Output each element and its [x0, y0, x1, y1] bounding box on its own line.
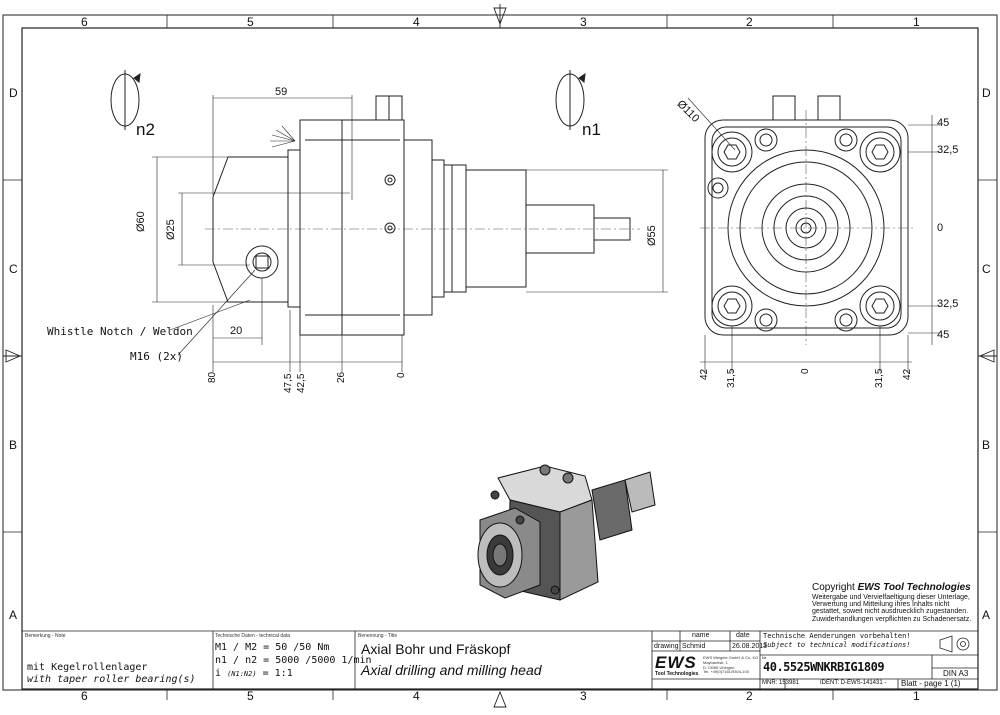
col-label-5-bottom: 5	[247, 689, 254, 703]
tech-line-ratio: i (N1:N2) = 1:1	[215, 668, 293, 679]
row-label-b-right: B	[982, 438, 991, 452]
ratio-value: = 1:1	[262, 668, 293, 679]
row-label-d-left: D	[9, 86, 18, 100]
ratio-sub: (N1:N2)	[227, 670, 257, 678]
col-name-header: name	[692, 632, 710, 639]
ews-logo-sub: Tool Technologies	[655, 671, 699, 677]
company-line-4: Tel. +49(0)7161/9304-100	[703, 669, 749, 675]
col-label-1-bottom: 1	[913, 689, 920, 703]
copyright-line-1: Weitergabe und Vervielfaeltigung dieser …	[812, 593, 970, 601]
company-line-3: D-73066 Uhingen	[703, 664, 735, 670]
dim-right-32-5-bottom: 32,5	[937, 298, 959, 310]
callout-whistle-notch: Whistle Notch / Weldon	[47, 325, 193, 338]
dim-right-45-bottom: 45	[937, 329, 950, 341]
col-label-3-top: 3	[580, 15, 587, 29]
tech-line-speed: n1 / n2 = 5000 /5000 1/min	[215, 655, 372, 666]
dim-bottom-42-5: 42,5	[296, 373, 307, 393]
row-label-d-right: D	[982, 86, 991, 100]
mnr: MNR: 153981	[762, 680, 800, 686]
copyright-block: Copyright EWS Tool Technologies Weiterga…	[812, 582, 972, 623]
dim-59: 59	[275, 86, 288, 98]
title-de: Axial Bohr und Fräskopf	[361, 641, 511, 657]
changes-de: Technische Aenderungen vorbehalten!	[763, 632, 911, 640]
row-label-b-left: B	[9, 438, 18, 452]
ratio-prefix: i	[215, 668, 222, 679]
dim-diameter-60: Ø60	[135, 211, 147, 232]
row-label-c-left: C	[9, 262, 18, 276]
nr-label: Nr.	[762, 655, 768, 660]
title-en: Axial drilling and milling head	[361, 662, 542, 678]
din-size: DIN A3	[943, 669, 969, 678]
name-label: Benennung - Title	[358, 633, 398, 639]
col-label-6-top: 6	[81, 15, 88, 29]
copyright-prefix: Copyright	[812, 582, 858, 593]
drawing-name: Schmid	[682, 643, 706, 650]
changes-en: Subject to technical modifications!	[763, 641, 911, 649]
copyright-line-2: Verwertung und Mitteilung ihres Inhalts …	[812, 600, 950, 608]
col-label-4-bottom: 4	[413, 689, 420, 703]
row-label-a-left: A	[9, 608, 18, 622]
dim-bottom-47-5: 47,5	[283, 373, 294, 393]
col-label-2-bottom: 2	[746, 689, 753, 703]
dim-front-bottom-0: 0	[800, 368, 811, 374]
rotation-label-n1: n1	[582, 120, 601, 139]
remarks-en: with taper roller bearing(s)	[27, 674, 196, 685]
col-label-6-bottom: 6	[81, 689, 88, 703]
copyright-line-4: Zuwiderhandlungen verpflichten zu Schade…	[812, 615, 972, 623]
company-info: EWS Weigele GmbH & Co. KG Maybachstr. 1 …	[703, 655, 759, 675]
row-label-c-right: C	[982, 262, 991, 276]
drawing-label: drawing	[654, 643, 679, 650]
col-date-header: date	[736, 632, 750, 639]
col-label-3-bottom: 3	[580, 689, 587, 703]
ident: IDENT: D-EWS-141431 -	[820, 680, 887, 686]
col-label-5-top: 5	[247, 15, 254, 29]
page-number: Blatt - page 1 (1)	[901, 679, 961, 688]
tech-data-label: Technische Daten - technical data	[215, 633, 291, 639]
dim-bottom-80: 80	[207, 371, 218, 383]
dim-right-32-5-top: 32,5	[937, 144, 959, 156]
remarks-label: Bemerkung - Note	[25, 633, 66, 639]
dim-front-bottom-42-left: 42	[699, 368, 710, 380]
col-label-4-top: 4	[413, 15, 420, 29]
dim-front-bottom-31-5-right: 31,5	[874, 368, 885, 388]
dim-front-bottom-42-right: 42	[902, 368, 913, 380]
remarks-de: mit Kegelrollenlager	[27, 662, 148, 673]
dim-right-45-top: 45	[937, 117, 950, 129]
callout-m16: M16 (2x)	[130, 350, 183, 363]
rotation-label-n2: n2	[136, 120, 155, 139]
company-line-2: Maybachstr. 1	[703, 659, 728, 665]
dim-bottom-0-side: 0	[396, 372, 407, 378]
copyright-brand: EWS Tool Technologies	[857, 582, 971, 593]
dim-20: 20	[230, 325, 243, 337]
dim-diameter-55: Ø55	[646, 225, 658, 246]
row-label-a-right: A	[982, 608, 991, 622]
dim-right-0: 0	[937, 222, 944, 234]
drawing-date: 26.08.2013	[732, 643, 768, 650]
copyright-line-3: gestattet, soweit nicht ausdruecklich zu…	[812, 608, 969, 616]
tech-line-torque: M1 / M2 = 50 /50 Nm	[215, 642, 330, 653]
ews-logo-text: EWS	[655, 653, 697, 672]
dim-bottom-26: 26	[336, 371, 347, 383]
dim-front-bottom-31-5-left: 31,5	[726, 368, 737, 388]
company-line-1: EWS Weigele GmbH & Co. KG	[703, 655, 759, 660]
col-label-2-top: 2	[746, 15, 753, 29]
ews-logo: EWS Tool Technologies	[655, 654, 701, 677]
dim-diameter-25: Ø25	[165, 219, 177, 240]
part-number: 40.5525WNKRBIG1809	[763, 660, 885, 674]
col-label-1-top: 1	[913, 15, 920, 29]
